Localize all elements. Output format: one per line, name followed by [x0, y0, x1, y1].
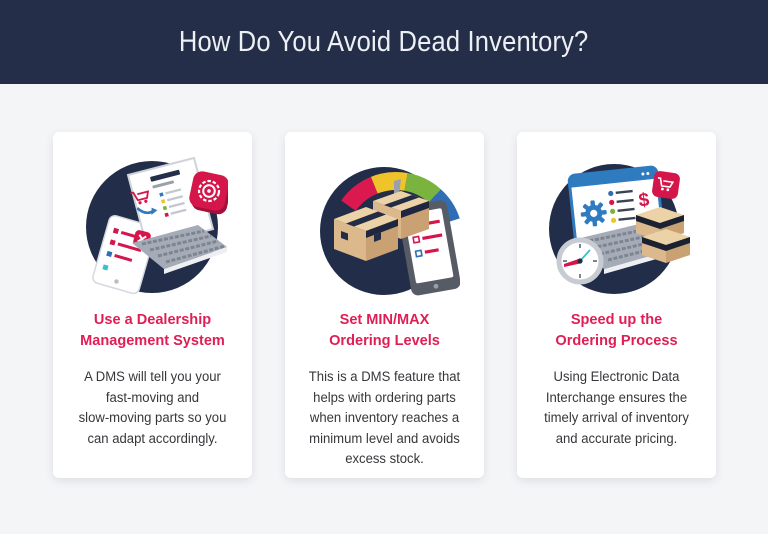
gear-icon — [580, 200, 607, 227]
dollar-icon: $ — [638, 190, 651, 212]
card-title: Speed up the Ordering Process — [554, 311, 678, 349]
boxes-gauge-illustration — [308, 145, 460, 297]
card-min-max-ordering-levels: Set MIN/MAX Ordering Levels This is a DM… — [284, 132, 484, 478]
page-title: How Do You Avoid Dead Inventory? — [179, 25, 589, 58]
laptop-icon — [126, 156, 215, 249]
status-list-rows — [608, 189, 636, 223]
arrow-icon — [136, 207, 158, 215]
card-body: Using Electronic Data Interchange ensure… — [543, 369, 689, 446]
cardboard-boxes-icon — [636, 207, 690, 263]
card-speed-up-ordering-process: $ — [516, 132, 716, 478]
card-dealership-management-system: Use a Dealership Management System A DMS… — [52, 132, 252, 478]
card-title: Set MIN/MAX Ordering Levels — [328, 311, 440, 349]
cart-badge-icon — [652, 171, 680, 199]
cardboard-boxes-icon — [334, 191, 429, 261]
header-banner: How Do You Avoid Dead Inventory? — [0, 0, 768, 84]
boxes-gauge-illustration-svg — [320, 167, 460, 296]
laptop-edi-illustration-svg: $ — [549, 164, 690, 294]
screen-content — [130, 169, 187, 218]
laptop-edi-illustration: $ — [540, 145, 692, 297]
cards-row: Use a Dealership Management System A DMS… — [0, 84, 768, 478]
card-body: A DMS will tell you your fast-moving and… — [78, 369, 226, 446]
laptop-dms-illustration — [76, 145, 228, 297]
target-badge-icon — [189, 171, 228, 215]
clock-icon — [556, 237, 604, 285]
card-title: Use a Dealership Management System — [79, 311, 225, 349]
card-body: This is a DMS feature that helps with or… — [308, 369, 460, 467]
cart-icon — [130, 190, 150, 205]
checklist-rows — [159, 188, 187, 218]
laptop-dms-illustration-svg — [86, 156, 228, 295]
keyboard-icon — [132, 225, 227, 274]
